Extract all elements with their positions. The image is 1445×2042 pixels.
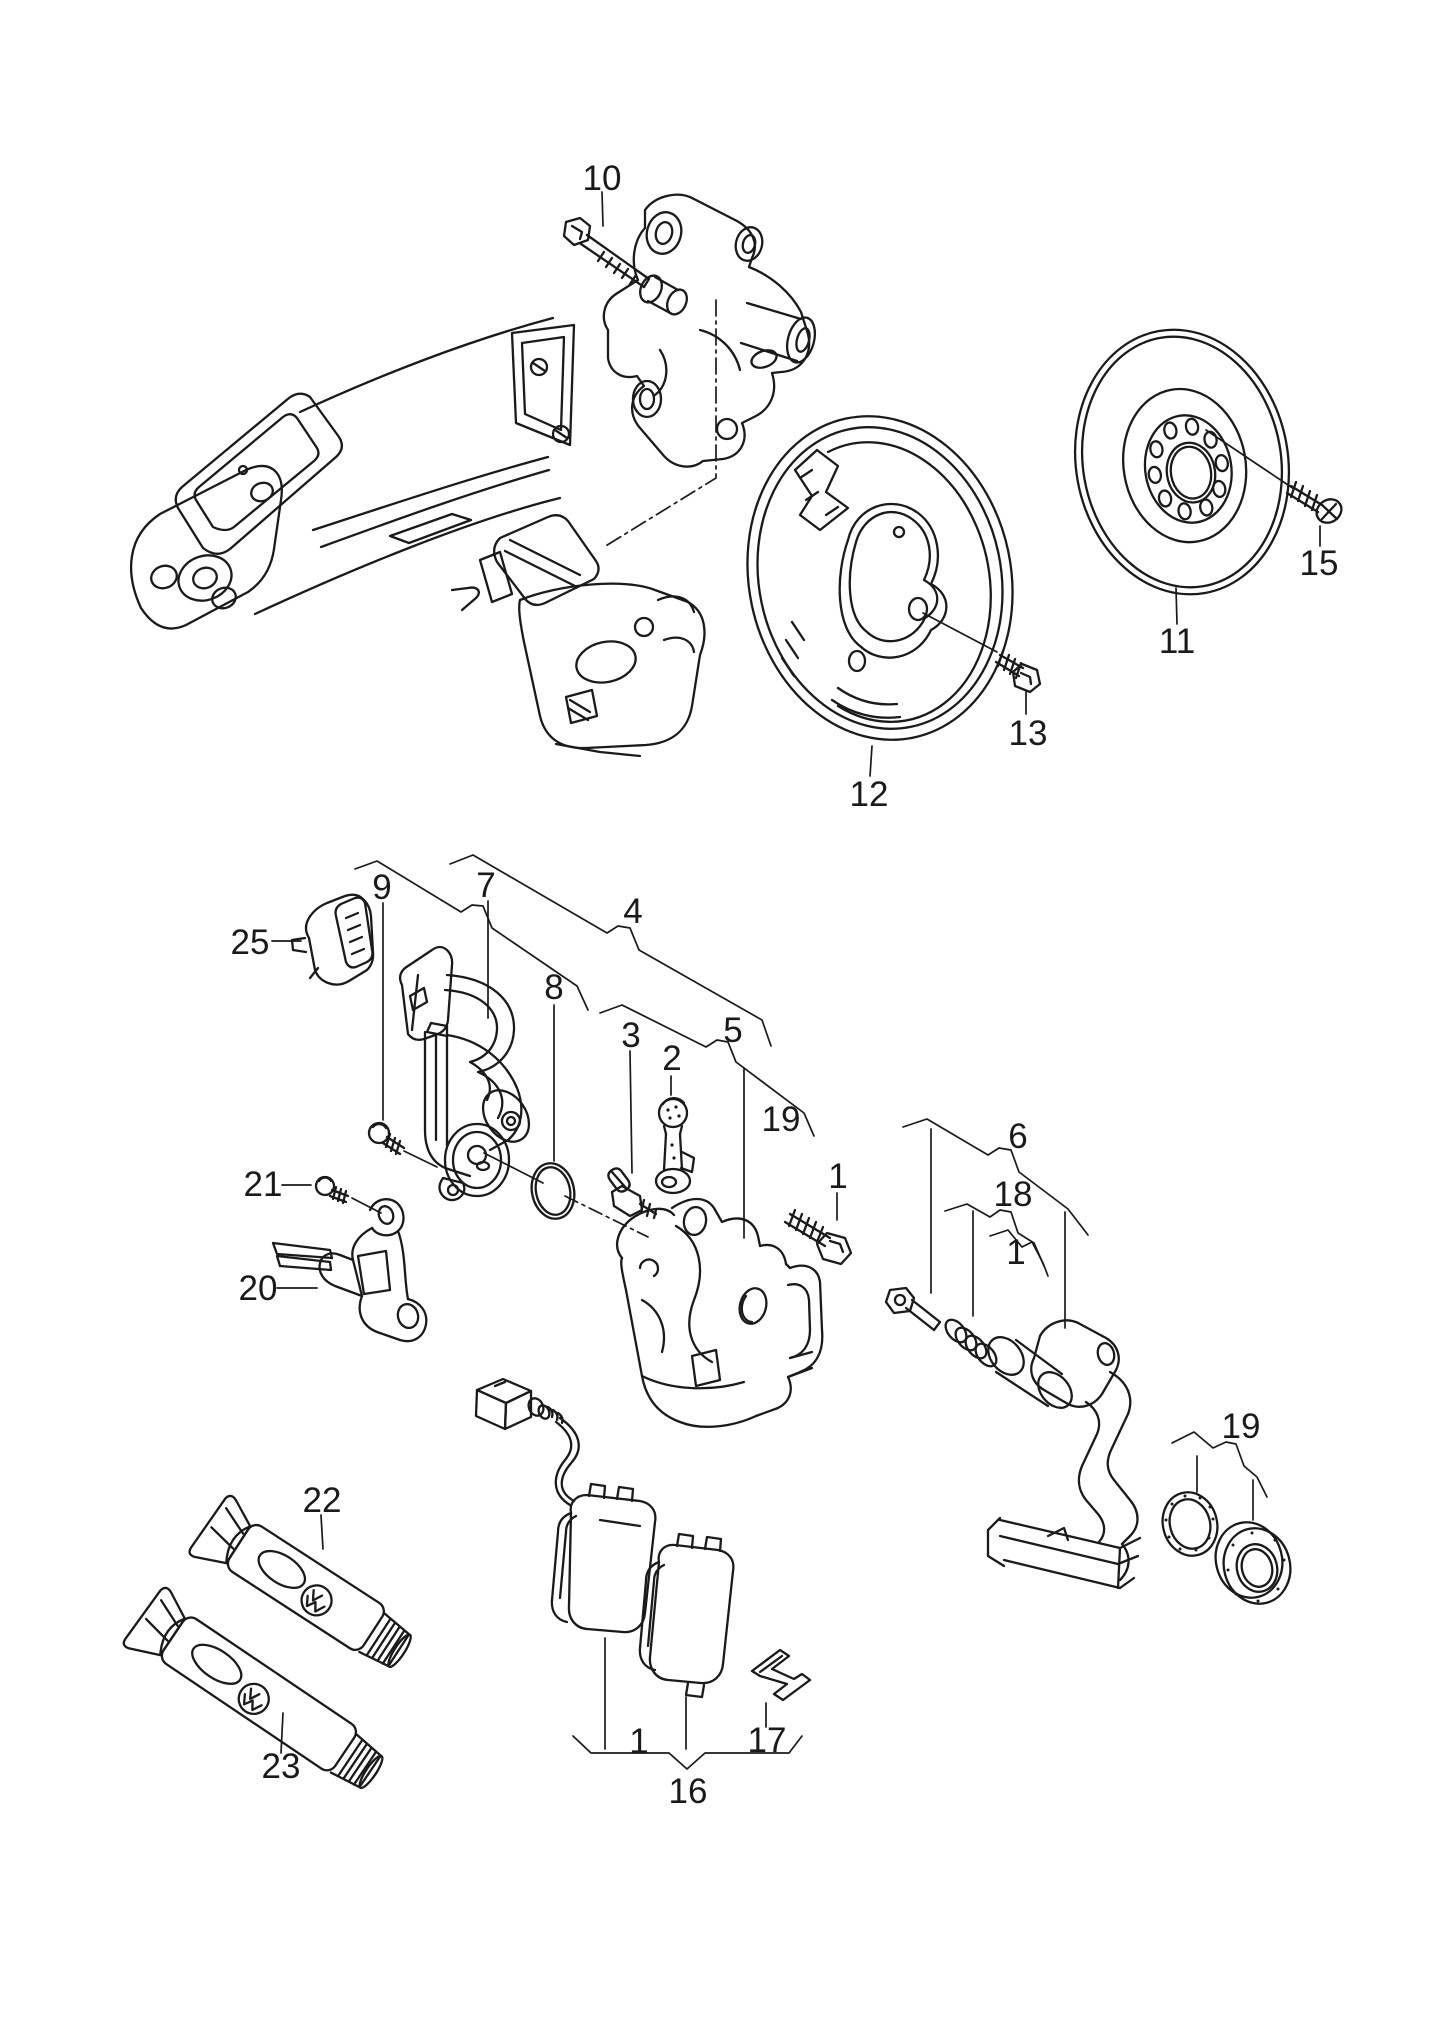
- sleeve-18: [944, 1318, 998, 1368]
- guide-pin: [987, 1336, 1073, 1409]
- callout-labels: 10 11 15 12 13 25 9 7 4 8 3 2 5 19 1 6 1…: [231, 159, 1339, 1811]
- part-label-18: 18: [994, 1175, 1033, 1214]
- part-label-3: 3: [621, 1016, 640, 1055]
- parking-brake-motor: [398, 945, 531, 1202]
- vw-logo-icon: [300, 1584, 333, 1617]
- bolt-10: [562, 216, 651, 289]
- bolt-13: [994, 649, 1042, 694]
- connector-25: [290, 893, 375, 986]
- retaining-bracket-20: [271, 1198, 428, 1343]
- seal-ring-19: [1214, 1521, 1292, 1605]
- part-label-13: 13: [1009, 714, 1048, 753]
- part-label-17: 17: [748, 1721, 787, 1760]
- part-label-11: 11: [1159, 622, 1195, 661]
- part-label-20: 20: [239, 1269, 278, 1308]
- brake-rotor: [1073, 328, 1291, 596]
- part-label-21: 21: [244, 1165, 283, 1204]
- o-ring-dots: [1164, 1494, 1215, 1552]
- trailing-arm: [129, 316, 576, 630]
- seal-ring-dots: [1226, 1531, 1286, 1603]
- leader-lines: [271, 191, 1321, 1770]
- part-label-23: 23: [262, 1747, 301, 1786]
- grease-tube-22: [188, 1494, 412, 1669]
- part-label-6: 6: [1008, 1117, 1027, 1156]
- pin-texture-dots: [666, 1105, 681, 1160]
- bolt-1-caliper: [783, 1208, 853, 1266]
- part-label-5: 5: [723, 1011, 742, 1050]
- countersunk-screw-15: [1285, 480, 1343, 524]
- brake-pad-inner: [550, 1482, 657, 1634]
- part-label-1b: 1: [1006, 1233, 1025, 1272]
- o-ring-8: [530, 1162, 576, 1220]
- part-label-2: 2: [662, 1039, 681, 1078]
- guide-bolt-1: [884, 1286, 942, 1332]
- part-label-9: 9: [372, 868, 391, 907]
- brake-pad-outer: [638, 1532, 735, 1699]
- caliper-housing-5: [616, 1197, 824, 1428]
- part-label-19b: 19: [1222, 1407, 1261, 1446]
- grease-tube-23: [122, 1586, 384, 1790]
- retaining-spring-17: [750, 1648, 812, 1702]
- caliper-assembled: [450, 514, 706, 758]
- part-label-12: 12: [850, 775, 889, 814]
- part-label-10: 10: [583, 159, 622, 198]
- screw-21: [314, 1175, 350, 1205]
- wheel-bearing-housing: [602, 193, 817, 468]
- part-label-16: 16: [669, 1772, 708, 1811]
- part-label-7: 7: [476, 866, 495, 905]
- screw-9: [367, 1121, 406, 1156]
- part-label-1c: 1: [629, 1722, 648, 1761]
- wear-sensor-connector: [474, 1377, 564, 1431]
- part-label-4: 4: [623, 892, 642, 931]
- brake-carrier: [986, 1319, 1142, 1590]
- lever-pin-2: [654, 1097, 696, 1195]
- part-label-22: 22: [303, 1481, 342, 1520]
- splash-shield: [746, 415, 1014, 741]
- vw-logo-icon: [237, 1682, 270, 1716]
- part-label-19a: 19: [762, 1100, 801, 1139]
- part-label-8: 8: [544, 968, 563, 1007]
- sensor-wire: [554, 1416, 580, 1507]
- bleeder-valve-3: [607, 1167, 658, 1220]
- part-label-25: 25: [231, 923, 270, 962]
- part-label-1a: 1: [828, 1157, 847, 1196]
- o-ring-19: [1161, 1491, 1219, 1557]
- part-label-15: 15: [1300, 544, 1339, 583]
